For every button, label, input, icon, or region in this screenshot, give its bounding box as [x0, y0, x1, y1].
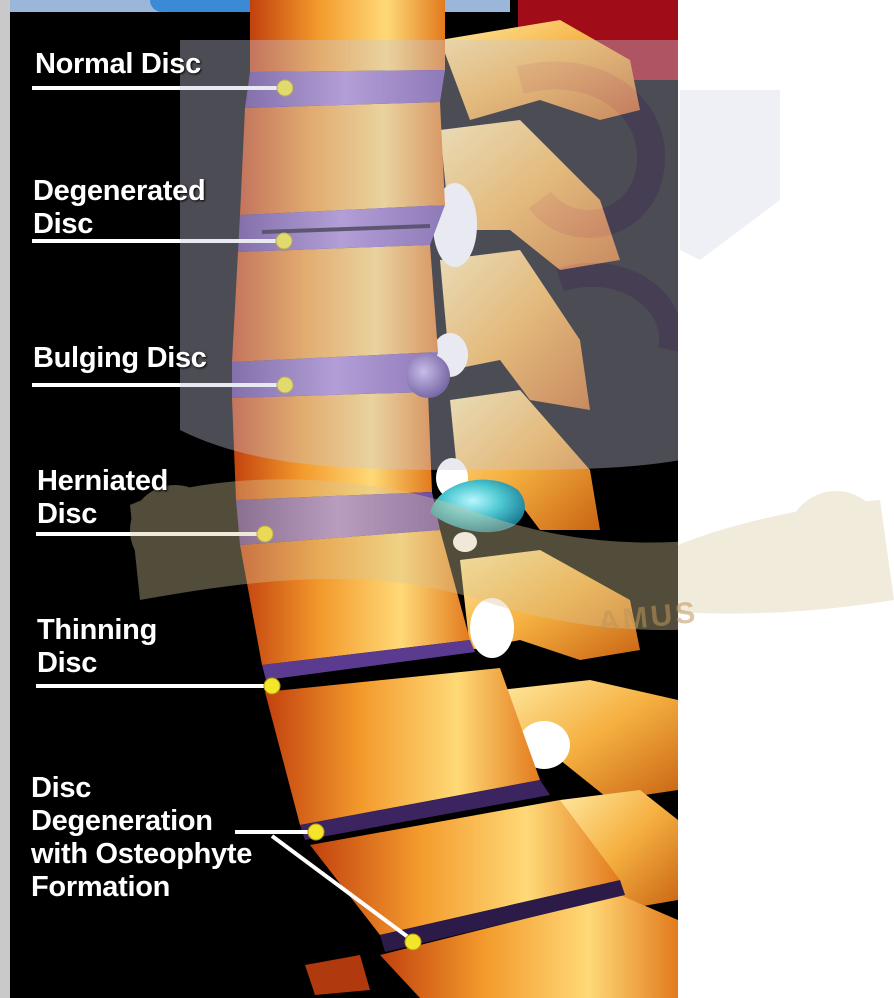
label-normal-disc: Normal Disc: [35, 48, 201, 81]
label-osteophyte-degeneration: Disc Degeneration with Osteophyte Format…: [31, 772, 252, 904]
label-thinning-disc: Thinning Disc: [37, 614, 157, 680]
label-herniated-disc: Herniated Disc: [37, 465, 168, 531]
label-bulging-disc: Bulging Disc: [33, 342, 207, 375]
label-degenerated-disc: Degenerated Disc: [33, 175, 205, 241]
